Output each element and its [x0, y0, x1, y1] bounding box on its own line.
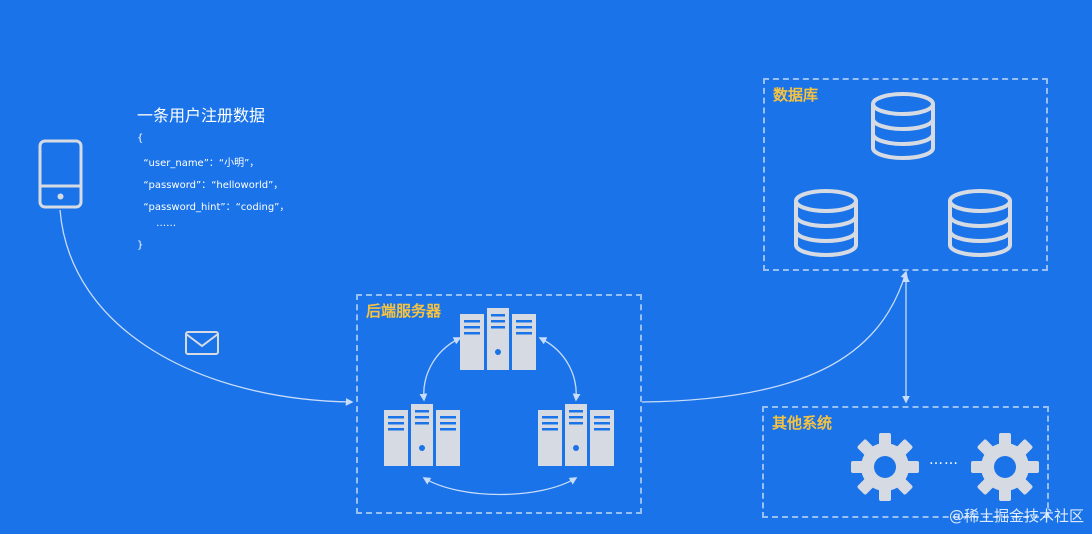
server-icon-left: [384, 404, 460, 466]
other-systems-ellipsis: ……: [929, 452, 959, 468]
database-icon-left: [794, 189, 858, 257]
database-icon-top: [871, 92, 935, 160]
phone-to-backend-connector: [59, 209, 354, 406]
gear-icon-right: [971, 433, 1039, 501]
backend-label: 后端服务器: [366, 302, 442, 320]
other-systems-label: 其他系统: [772, 414, 833, 432]
database-group: [763, 78, 1048, 271]
other-systems-group: [762, 406, 1049, 518]
database-icon-right: [948, 189, 1012, 257]
backend-server-group: [356, 294, 642, 514]
server-icon-right: [538, 404, 614, 466]
json-line-ellipsis: ……: [137, 218, 177, 229]
watermark: @稀土掘金技术社区: [948, 507, 1084, 525]
registration-title: 一条用户注册数据: [137, 106, 266, 125]
database-label: 数据库: [773, 86, 819, 104]
envelope-icon: [185, 331, 219, 355]
server-link-left: [419, 337, 462, 402]
phone-icon: [38, 139, 83, 209]
server-link-bottom: [422, 477, 578, 496]
json-line-open: {: [137, 133, 144, 144]
server-link-right: [538, 337, 581, 402]
server-icon-top: [460, 308, 536, 370]
json-line-user-name: “user_name”：“小明”，: [137, 158, 260, 169]
json-line-close: }: [137, 240, 144, 251]
gear-icon-left: [851, 433, 919, 501]
json-line-password-hint: “password_hint”：“coding”，: [137, 202, 290, 213]
backend-to-database-connector: [641, 270, 908, 403]
json-line-password: “password”：“helloworld”，: [137, 180, 284, 191]
